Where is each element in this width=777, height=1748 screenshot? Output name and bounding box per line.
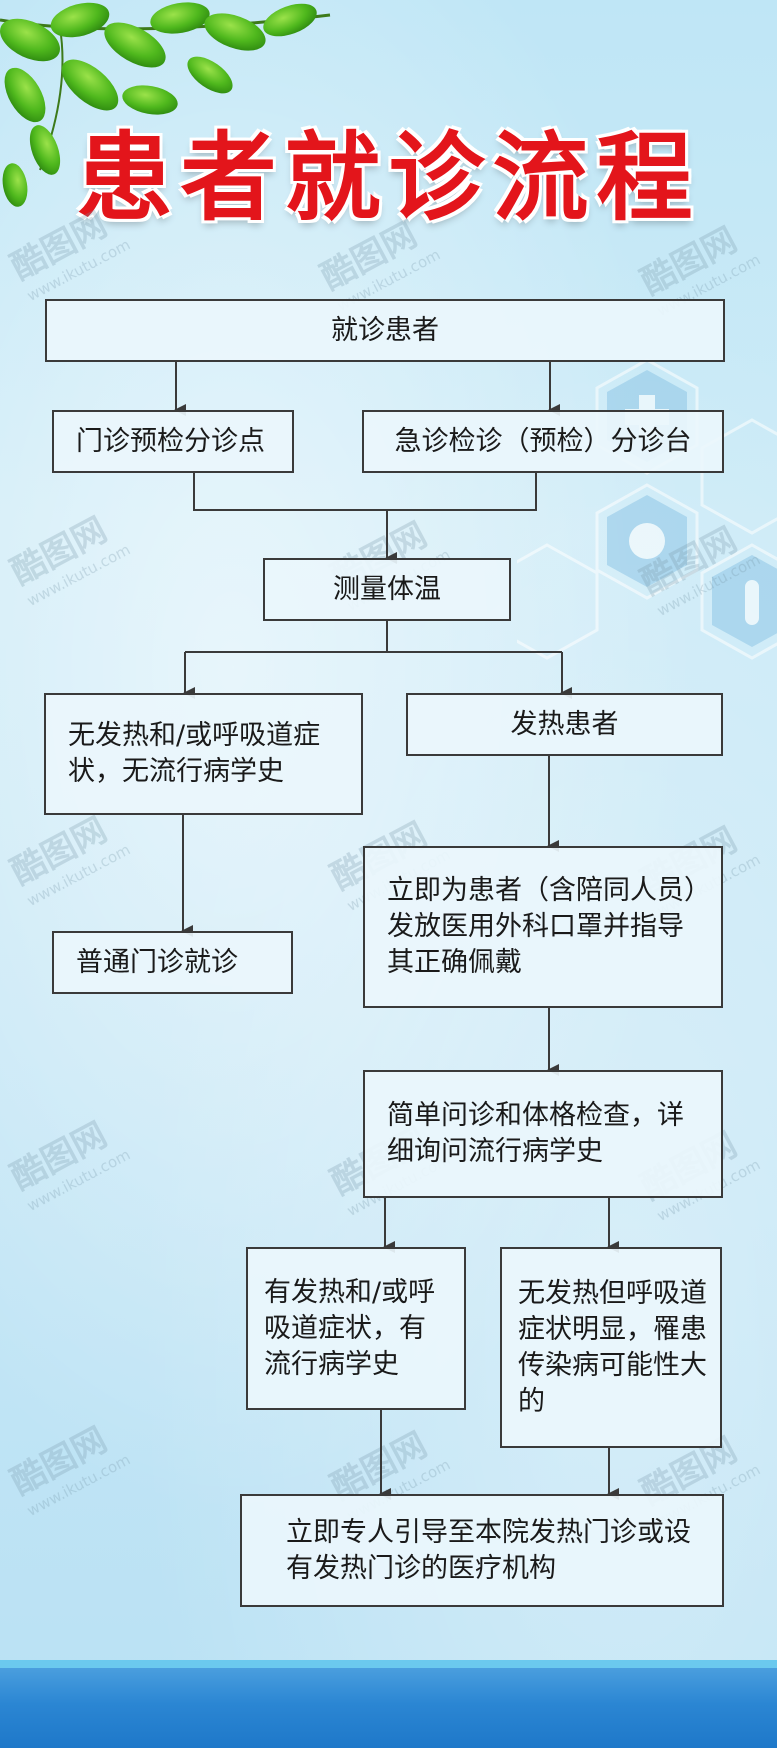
node-label: 门诊预检分诊点 (76, 425, 265, 457)
node-label: 就诊患者 (331, 314, 439, 346)
merge-triage-line (193, 473, 537, 511)
node-consult: 简单问诊和体格检查，详细询问流行病学史 (363, 1070, 723, 1198)
node-general-clinic: 普通门诊就诊 (52, 931, 293, 994)
node-label: 急诊检诊（预检）分诊台 (394, 425, 692, 457)
page-title: 患者就诊流程 (76, 122, 701, 234)
node-patient: 就诊患者 (45, 299, 725, 362)
node-label: 普通门诊就诊 (76, 946, 238, 978)
node-label: 无发热和/或呼吸道症状，无流行病学史 (68, 720, 321, 787)
node-label: 立即专人引导至本院发热门诊或设有发热门诊的医疗机构 (286, 1516, 691, 1584)
node-with-history: 有发热和/或呼吸道症状，有流行病学史 (246, 1247, 466, 1410)
node-measure-temperature: 测量体温 (263, 558, 511, 621)
node-label: 简单问诊和体格检查，详细询问流行病学史 (387, 1100, 684, 1167)
node-high-risk: 无发热但呼吸道症状明显，罹患传染病可能性大的 (500, 1247, 722, 1448)
node-emergency-triage: 急诊检诊（预检）分诊台 (362, 410, 724, 473)
node-no-fever: 无发热和/或呼吸道症状，无流行病学史 (44, 693, 363, 815)
leaves-decoration (0, 2, 331, 207)
node-guide-fever-clinic: 立即专人引导至本院发热门诊或设有发热门诊的医疗机构 (240, 1494, 724, 1607)
footer-bar (0, 1668, 777, 1748)
node-fever-patient: 发热患者 (406, 693, 723, 756)
node-label: 立即为患者（含陪同人员）发放医用外科口罩并指导其正确佩戴 (387, 875, 698, 978)
node-label: 发热患者 (510, 708, 619, 740)
node-label: 测量体温 (333, 573, 441, 605)
node-outpatient-precheck: 门诊预检分诊点 (52, 410, 294, 473)
node-label: 无发热但呼吸道症状明显，罹患传染病可能性大的 (518, 1277, 707, 1417)
node-label: 有发热和/或呼吸道症状，有流行病学史 (264, 1276, 436, 1380)
node-issue-mask: 立即为患者（含陪同人员）发放医用外科口罩并指导其正确佩戴 (363, 846, 723, 1008)
